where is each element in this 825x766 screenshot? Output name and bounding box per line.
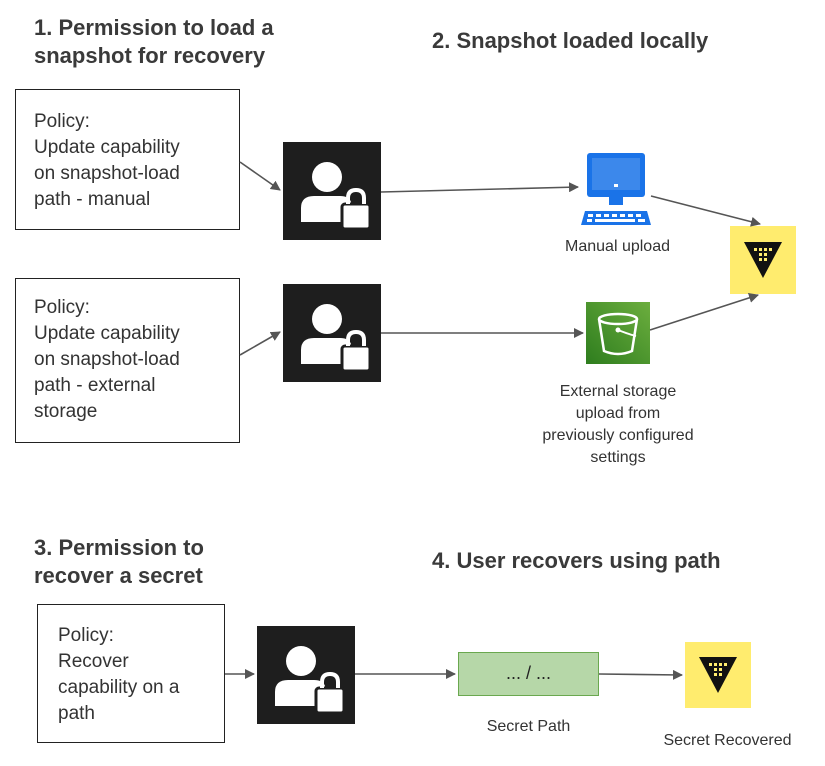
- step-1-heading: 1. Permission to load a snapshot for rec…: [34, 15, 274, 68]
- manual-upload-label: Manual upload: [565, 238, 670, 255]
- arrow-policy-external-to-user: [239, 331, 281, 356]
- desktop-computer-icon: [581, 153, 651, 225]
- vault-logo-icon: [685, 642, 751, 708]
- vault-logo-icon: [730, 226, 796, 294]
- policy-text-external: Policy: Update capability on snapshot-lo…: [34, 297, 180, 422]
- user-lock-icon: [283, 284, 381, 382]
- policy-box-recover: Policy: Recover capability on a path: [37, 604, 225, 743]
- secret-path-label: Secret Path: [486, 718, 571, 735]
- arrow-user-to-computer: [380, 182, 579, 193]
- policy-text-recover: Policy: Recover capability on a path: [58, 625, 180, 724]
- policy-text-manual: Policy: Update capability on snapshot-lo…: [34, 111, 180, 210]
- arrow-policy-manual-to-user: [239, 161, 281, 191]
- user-lock-icon: [283, 142, 381, 240]
- step-4-heading: 4. User recovers using path: [432, 548, 721, 573]
- step-2-heading: 2. Snapshot loaded locally: [432, 28, 709, 53]
- secret-path-box: ... / ...: [458, 652, 599, 696]
- storage-bucket-icon: [586, 302, 650, 364]
- arrow-computer-to-vault: [650, 195, 761, 227]
- policy-box-manual: Policy: Update capability on snapshot-lo…: [15, 89, 240, 230]
- arrow-bucket-to-vault: [649, 293, 759, 331]
- external-storage-label: External storage upload from previously …: [542, 383, 694, 466]
- policy-box-external: Policy: Update capability on snapshot-lo…: [15, 278, 240, 443]
- arrow-path-to-vault: [598, 669, 683, 680]
- step-3-heading: 3. Permission to recover a secret: [34, 535, 204, 588]
- secret-recovered-label: Secret Recovered: [663, 732, 792, 749]
- user-lock-icon: [257, 626, 355, 724]
